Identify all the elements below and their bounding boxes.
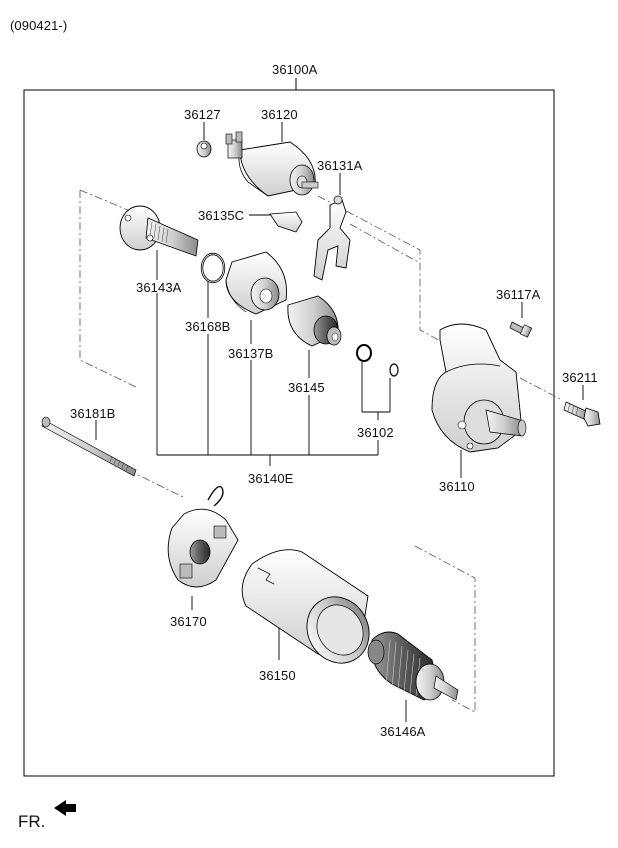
bolt-36211[interactable] bbox=[563, 401, 601, 427]
label-36137B[interactable]: 36137B bbox=[228, 346, 274, 361]
label-36150[interactable]: 36150 bbox=[259, 668, 296, 683]
brush-holder-36170[interactable] bbox=[167, 485, 239, 588]
assembly-frame bbox=[23, 89, 555, 777]
date-range-label: (090421-) bbox=[10, 18, 68, 33]
through-bolt-36181B[interactable] bbox=[41, 416, 137, 477]
label-36127[interactable]: 36127 bbox=[184, 107, 221, 122]
label-36102[interactable]: 36102 bbox=[357, 425, 394, 440]
drive-lever-36131A[interactable] bbox=[313, 195, 351, 281]
label-36168B[interactable]: 36168B bbox=[185, 319, 231, 334]
solenoid-36120[interactable] bbox=[225, 131, 319, 197]
yoke-36150[interactable] bbox=[241, 549, 381, 675]
label-36146A[interactable]: 36146A bbox=[380, 724, 426, 739]
label-36145[interactable]: 36145 bbox=[288, 380, 325, 395]
alignment-lines bbox=[79, 189, 563, 713]
nut-36127[interactable] bbox=[196, 140, 212, 158]
label-36110[interactable]: 36110 bbox=[439, 479, 475, 494]
planet-shaft-36143A[interactable] bbox=[119, 205, 199, 257]
label-36140E[interactable]: 36140E bbox=[248, 471, 294, 486]
label-36135C[interactable]: 36135C bbox=[198, 208, 245, 223]
internal-gear-housing-36137B[interactable] bbox=[225, 251, 288, 315]
bolt-36117A[interactable] bbox=[509, 321, 533, 338]
overrunning-clutch-36145[interactable] bbox=[287, 295, 342, 347]
armature-36146A[interactable] bbox=[367, 631, 459, 701]
label-36181B[interactable]: 36181B bbox=[70, 406, 116, 421]
label-36170[interactable]: 36170 bbox=[170, 614, 207, 629]
front-arrow-icon bbox=[54, 800, 76, 816]
label-36211[interactable]: 36211 bbox=[562, 370, 598, 385]
front-housing-36110[interactable] bbox=[431, 323, 527, 453]
o-ring-36168B[interactable] bbox=[200, 252, 226, 284]
label-36131A[interactable]: 36131A bbox=[317, 158, 363, 173]
front-orientation-label: FR. bbox=[18, 812, 46, 831]
label-assembly-36100A: 36100A bbox=[272, 62, 318, 77]
plate-36135C[interactable] bbox=[269, 211, 303, 233]
label-36117A[interactable]: 36117A bbox=[496, 287, 541, 302]
stop-ring-36102[interactable] bbox=[356, 344, 399, 377]
label-36143A[interactable]: 36143A bbox=[136, 280, 182, 295]
label-36120[interactable]: 36120 bbox=[261, 107, 298, 122]
